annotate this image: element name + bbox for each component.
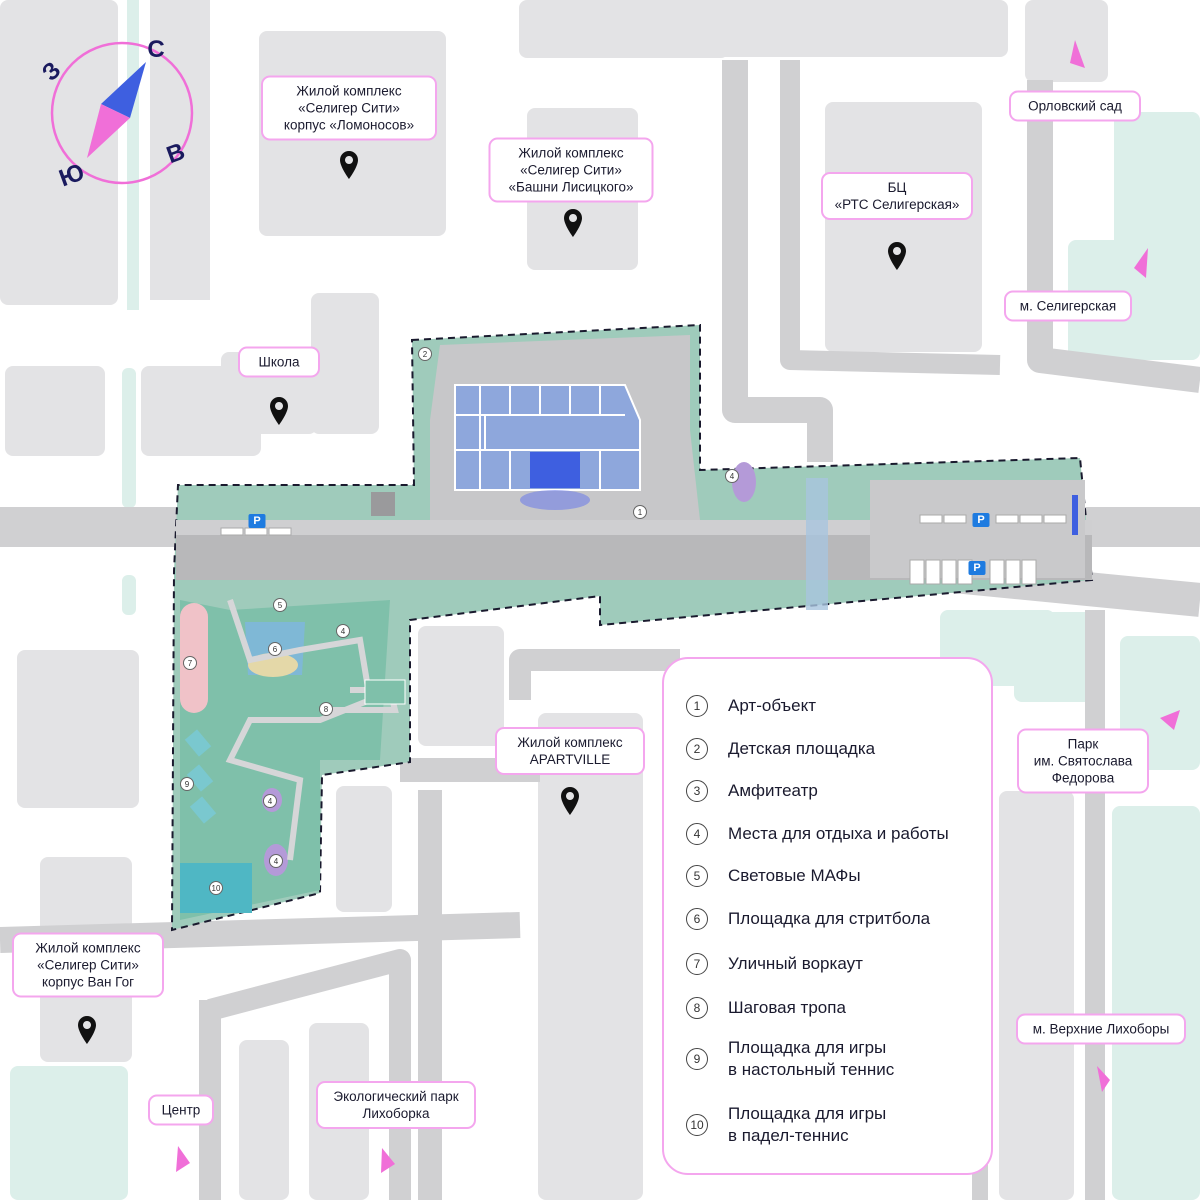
crosswalk: [806, 478, 828, 610]
direction-arrows: [176, 40, 1180, 1173]
table-tennis: [184, 729, 217, 824]
label-seligerskaya: м. Селигерская: [1004, 290, 1132, 322]
map-marker-4c: 4: [263, 794, 277, 808]
parking-sign-east: P: [972, 513, 990, 527]
legend-item-3: 3 Амфитеатр: [686, 780, 818, 802]
legend-number: 2: [686, 738, 708, 760]
legend-item-7: 7 Уличный воркаут: [686, 953, 863, 975]
map-marker-8: 8: [319, 702, 333, 716]
legend-item-1: 1 Арт-объект: [686, 695, 816, 717]
building-blocks: [0, 0, 1108, 1200]
pavilion: [371, 492, 395, 516]
legend-text: Места для отдыха и работы: [728, 824, 949, 843]
parking-sign-west: P: [248, 514, 266, 528]
legend-text: Уличный воркаут: [728, 954, 863, 973]
legend-item-6: 6 Площадка для стритбола: [686, 908, 930, 930]
legend-text: Амфитеатр: [728, 781, 818, 800]
label-fedorov: Парк им. Святослава Федорова: [1017, 728, 1149, 794]
legend-number: 5: [686, 865, 708, 887]
legend-item-4: 4 Места для отдыха и работы: [686, 823, 949, 845]
legend-number: 7: [686, 953, 708, 975]
pin-vangog: [78, 1016, 96, 1044]
legend-number: 9: [686, 1048, 708, 1070]
map-marker-4b: 4: [336, 624, 350, 638]
pin-rts: [888, 242, 906, 270]
south-park-green: [180, 600, 390, 920]
label-school: Школа: [238, 346, 320, 378]
legend-panel: 1 Арт-объект 2 Детская площадка 3 Амфитеатр…: [662, 657, 993, 1175]
label-apartville: Жилой комплекс APARTVILLE: [495, 727, 645, 775]
label-lomonosov: Жилой комплекс «Селигер Сити» корпус «Ло…: [261, 75, 437, 141]
map-marker-1: 1: [633, 505, 647, 519]
arrow-fedorov: [1160, 710, 1180, 730]
map-marker-4d: 4: [269, 854, 283, 868]
label-likhobory: м. Верхние Лихоборы: [1016, 1013, 1186, 1045]
label-vangog: Жилой комплекс «Селигер Сити» корпус Ван…: [12, 932, 164, 998]
legend-text: Площадка для игры в настольный теннис: [728, 1038, 895, 1079]
parking-sign-east-south: P: [968, 561, 986, 575]
pin-school: [270, 397, 288, 425]
sidewalk-north: [176, 520, 1092, 535]
map-marker-10: 10: [209, 881, 223, 895]
map-marker-4a: 4: [725, 469, 739, 483]
pin-apartville: [561, 787, 579, 815]
arrow-center: [176, 1146, 190, 1172]
legend-number: 4: [686, 823, 708, 845]
label-rts: БЦ «РТС Селигерская»: [821, 172, 973, 220]
legend-text: Световые МАФы: [728, 866, 861, 885]
legend-text: Площадка для стритбола: [728, 909, 931, 928]
main-building: [454, 384, 641, 510]
legend-text: Площадка для игры в падел-теннис: [728, 1104, 887, 1145]
site-area: [170, 323, 1094, 932]
compass-north-label: С: [147, 36, 165, 63]
parking-spaces: [220, 514, 1067, 585]
legend-item-5: 5 Световые МАФы: [686, 865, 861, 887]
map-marker-7: 7: [183, 656, 197, 670]
label-ecopark: Экологический парк Лихоборка: [316, 1081, 476, 1129]
bus-stop: [364, 679, 406, 705]
arrow-likhobory: [1097, 1066, 1110, 1092]
legend-number: 8: [686, 997, 708, 1019]
legend-text: Арт-объект: [728, 696, 816, 715]
label-center: Центр: [148, 1094, 214, 1126]
pin-lisitsky: [564, 209, 582, 237]
legend-item-2: 2 Детская площадка: [686, 738, 875, 760]
map-marker-6: 6: [268, 642, 282, 656]
accessible-ramp: [1072, 495, 1078, 535]
arrow-ecopark: [381, 1148, 395, 1173]
legend-text: Детская площадка: [728, 739, 876, 758]
arrow-orlovsky: [1070, 40, 1085, 68]
arrow-seligerskaya: [1134, 248, 1148, 278]
label-lisitsky: Жилой комплекс «Селигер Сити» «Башни Лис…: [488, 137, 654, 203]
legend-item-8: 8 Шаговая тропа: [686, 997, 846, 1019]
pin-lomonosov: [340, 151, 358, 179]
compass-north-needle: [101, 62, 146, 118]
map-marker-5: 5: [273, 598, 287, 612]
map-marker-2: 2: [418, 347, 432, 361]
legend-number: 3: [686, 780, 708, 802]
legend-number: 1: [686, 695, 708, 717]
compass-south-needle: [87, 104, 130, 158]
legend-number: 6: [686, 908, 708, 930]
legend-text: Шаговая тропа: [728, 998, 846, 1017]
legend-item-9: 9 Площадка для игры в настольный теннис: [686, 1037, 894, 1081]
legend-number: 10: [686, 1114, 708, 1136]
legend-item-10: 10 Площадка для игры в падел-теннис: [686, 1103, 886, 1147]
compass: [50, 41, 194, 185]
label-orlovsky: Орловский сад: [1009, 90, 1141, 122]
location-pins: [78, 151, 906, 1044]
map-marker-9: 9: [180, 777, 194, 791]
